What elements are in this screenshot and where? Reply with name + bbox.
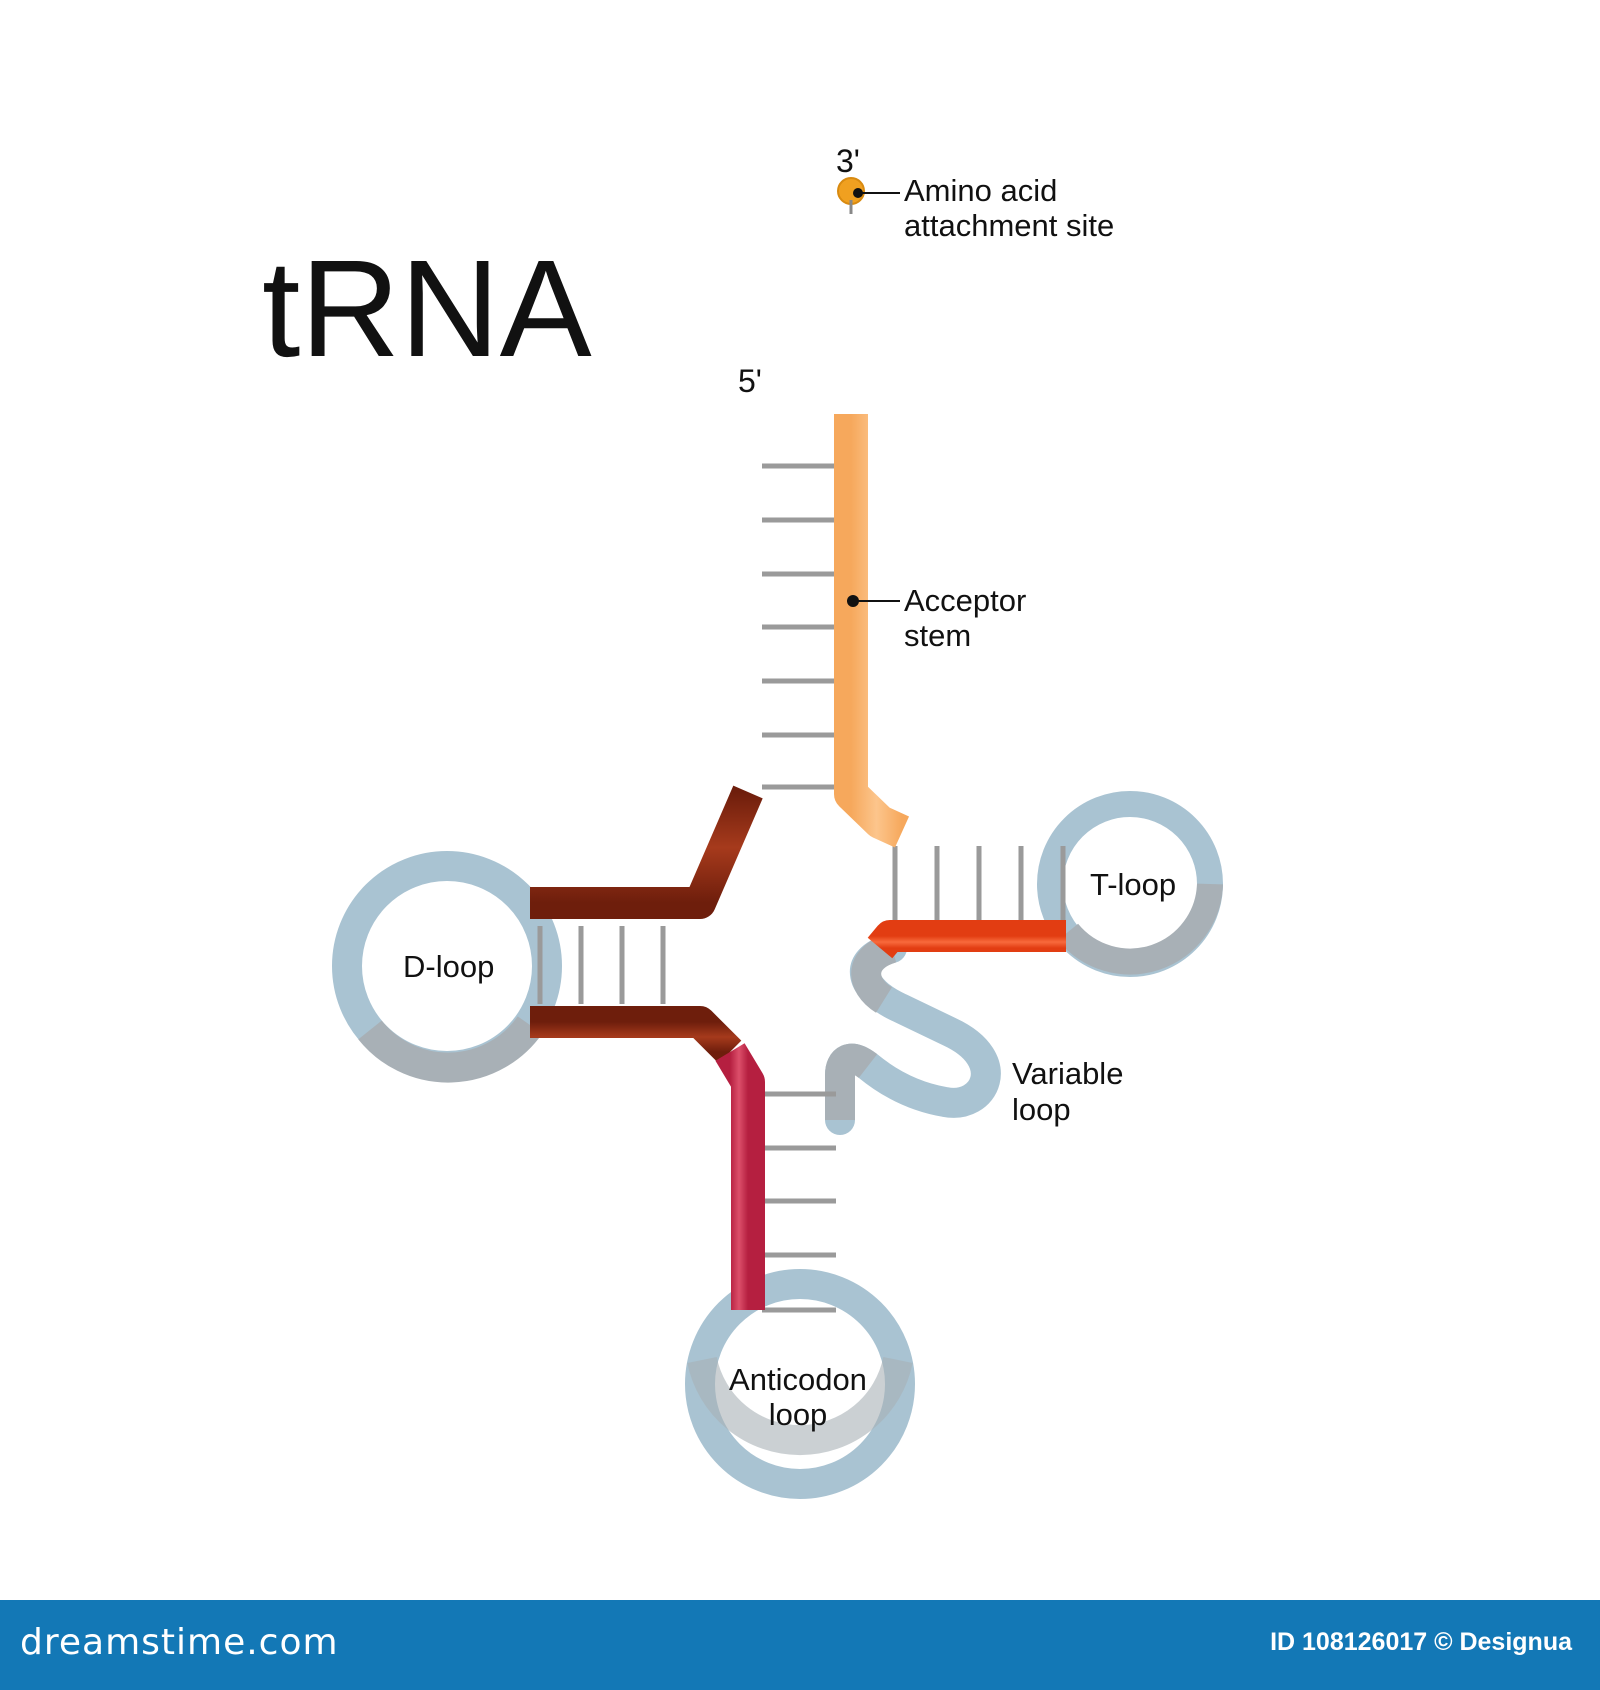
label-5prime: 5' bbox=[738, 363, 762, 399]
footer-image-id: ID 108126017 © Designua bbox=[1270, 1628, 1572, 1656]
label-anticodon-2: loop bbox=[769, 1397, 828, 1432]
trna-diagram: tRNA bbox=[262, 143, 1223, 1499]
loops bbox=[332, 791, 1223, 1499]
label-d-loop: D-loop bbox=[403, 949, 494, 984]
labels: 3' 5' Amino acid attachment site Accepto… bbox=[403, 143, 1176, 1432]
t-arm-lower-strand bbox=[867, 920, 1066, 959]
label-amino-acid-2: attachment site bbox=[904, 208, 1114, 243]
d-arm-lower-strand bbox=[530, 1006, 742, 1064]
label-amino-acid-1: Amino acid bbox=[904, 173, 1057, 208]
d-arm-upper-strand bbox=[530, 785, 763, 919]
label-variable-1: Variable bbox=[1012, 1056, 1123, 1091]
label-anticodon-1: Anticodon bbox=[729, 1362, 867, 1397]
label-acceptor-1: Acceptor bbox=[904, 583, 1026, 618]
base-pair-rungs bbox=[537, 463, 1066, 1313]
footer-logo[interactable]: dreamstime.com bbox=[20, 1622, 339, 1663]
label-3prime: 3' bbox=[836, 143, 860, 179]
label-t-loop: T-loop bbox=[1090, 867, 1176, 902]
acceptor-strand-3prime bbox=[834, 414, 910, 848]
anticodon-strand-left bbox=[715, 1043, 765, 1310]
footer-bar: dreamstime.com ID 108126017 © Designua bbox=[0, 1600, 1600, 1690]
diagram-title: tRNA bbox=[262, 232, 592, 386]
label-acceptor-2: stem bbox=[904, 618, 971, 653]
label-variable-2: loop bbox=[1012, 1092, 1071, 1127]
